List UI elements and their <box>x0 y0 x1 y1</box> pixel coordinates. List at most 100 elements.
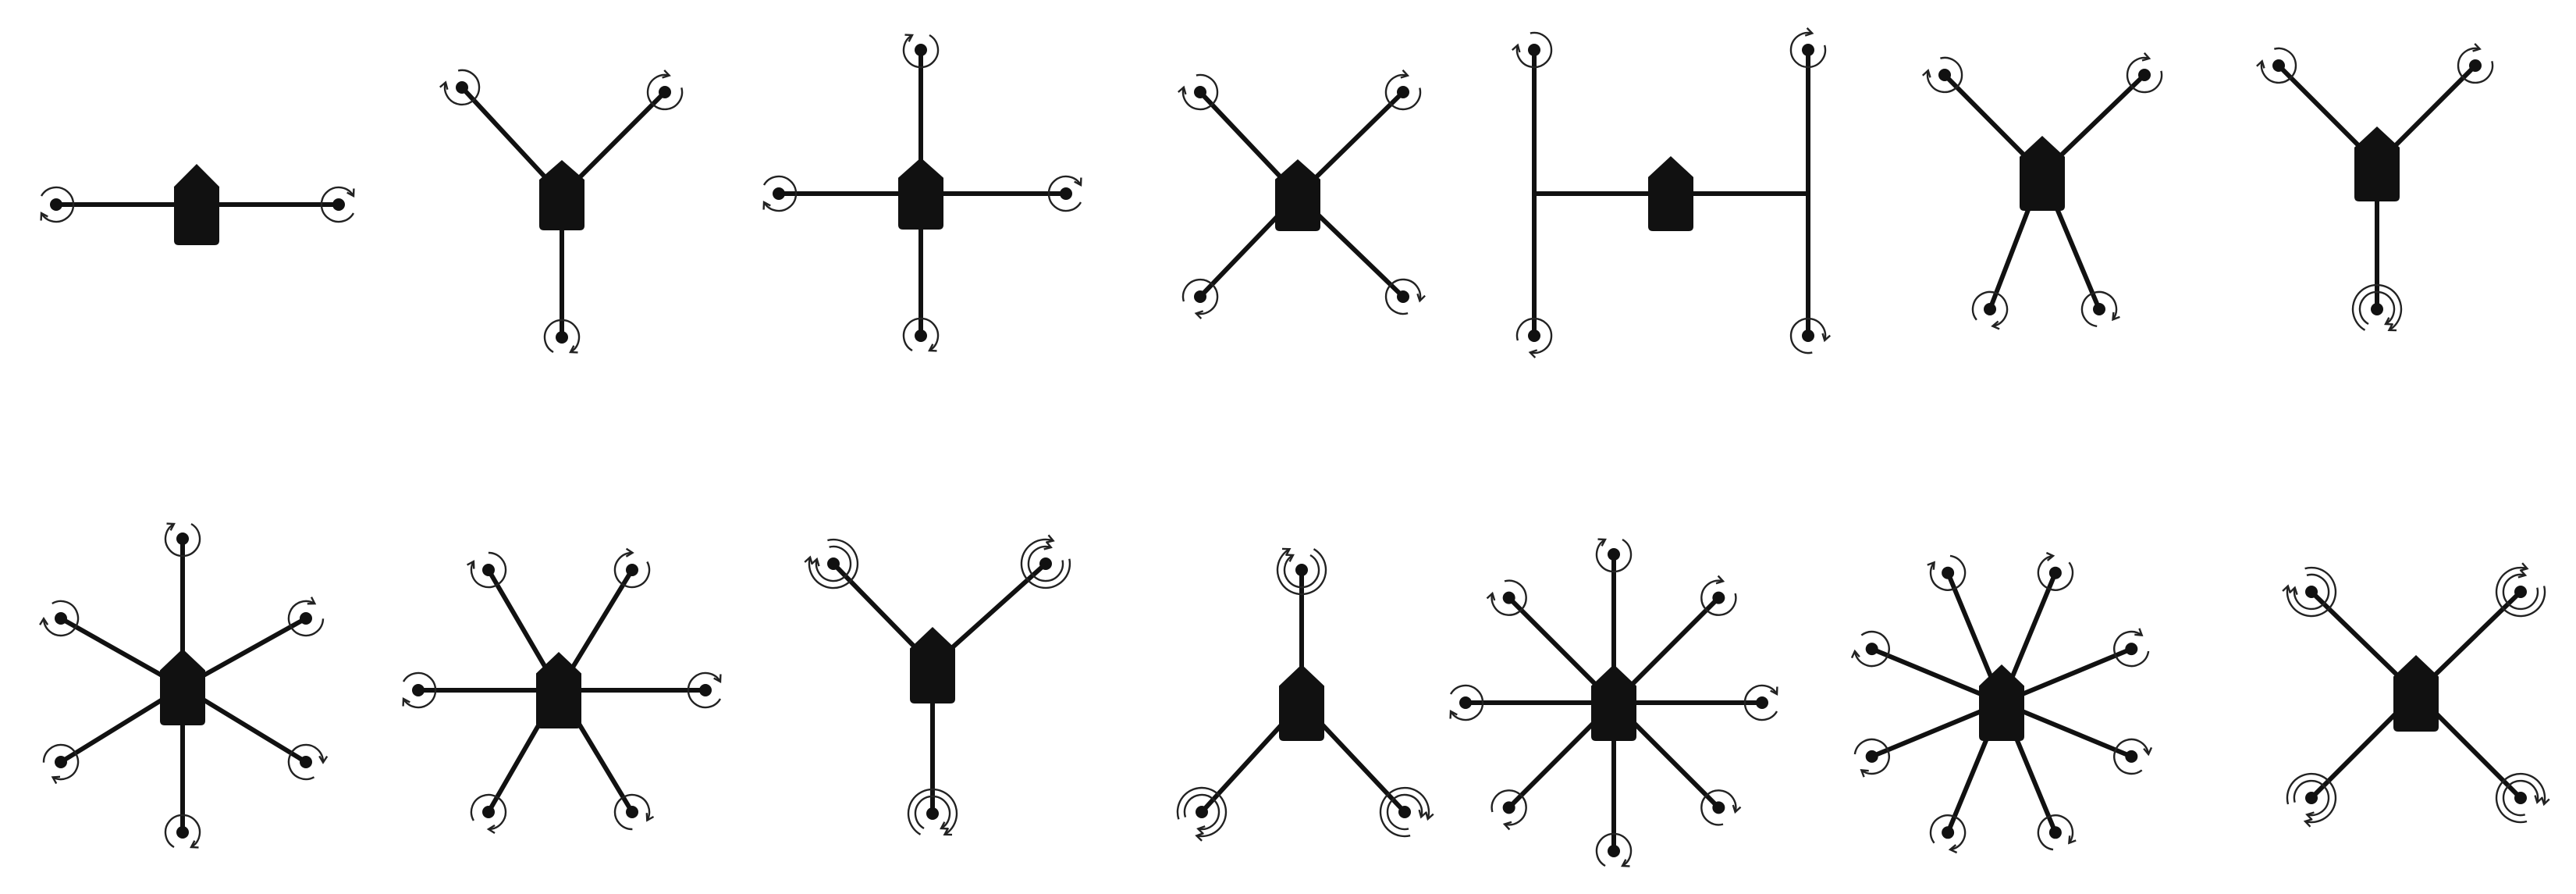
rotor-ring <box>902 34 940 69</box>
frame-body <box>2393 655 2439 732</box>
rotor-arrow <box>2068 835 2077 845</box>
rotor-arrow <box>1418 809 1427 819</box>
motor-dot <box>1039 557 1052 570</box>
frame-body <box>2020 136 2065 211</box>
config-y4 <box>2256 43 2494 332</box>
rotor-ring <box>1491 789 1527 826</box>
rotor-ring <box>1515 31 1553 69</box>
rotor-arrow <box>1046 534 1055 543</box>
motor-dot <box>1397 290 1409 303</box>
rotor-ring <box>2126 56 2163 94</box>
config-octo-plus <box>1449 538 1778 867</box>
rotor-arrow <box>2303 818 2313 828</box>
motor-dot <box>1528 44 1540 56</box>
config-hexa-plus <box>402 547 722 835</box>
motor-dot <box>1459 696 1472 709</box>
rotor-ring <box>2495 566 2546 618</box>
config-x8 <box>2282 562 2550 828</box>
rotor-ring <box>902 317 940 352</box>
motor-dot <box>300 612 312 625</box>
motor-dot <box>1938 69 1951 81</box>
motor-dot <box>1865 750 1878 763</box>
motor-dot <box>456 81 468 94</box>
rotor-ring <box>1971 290 2009 327</box>
rotor-arrow <box>1285 554 1295 562</box>
motor-dot <box>55 756 67 768</box>
rotor-arrow <box>2112 312 2120 322</box>
rotor-arrow <box>346 188 355 198</box>
motor-dot <box>1528 329 1540 342</box>
rotor-ring <box>2286 566 2337 618</box>
rotor-ring <box>2457 47 2494 84</box>
rotor-ring <box>2260 47 2297 84</box>
rotor-ring <box>2037 814 2074 851</box>
rotor-arrow <box>1196 825 1206 835</box>
rotor-arrow <box>1821 333 1832 343</box>
rotor-ring <box>1743 684 1778 721</box>
motor-dot <box>773 187 785 200</box>
rotor-ring <box>1929 554 1967 591</box>
rotor-arrow <box>1449 710 1458 719</box>
rotor-arrow <box>1597 538 1607 547</box>
rotor-ring <box>2037 554 2074 591</box>
frame-body <box>1648 156 1693 231</box>
rotor-arrow <box>1804 27 1814 37</box>
rotor-arrow <box>569 345 578 354</box>
rotor-arrow <box>625 547 634 557</box>
rotor-ring <box>1491 579 1527 616</box>
config-y6 <box>804 534 1071 836</box>
rotor-ring <box>1789 31 1827 69</box>
rotor-arrow <box>662 69 671 79</box>
motor-dot <box>2125 643 2138 656</box>
rotor-arrow <box>940 821 949 830</box>
rotor-ring <box>1181 278 1219 315</box>
config-octo-x <box>1850 551 2153 854</box>
config-quad-v <box>1921 52 2163 330</box>
rotor-arrow <box>904 34 914 42</box>
rotor-ring <box>164 522 201 557</box>
motor-dot <box>915 329 927 342</box>
motor-dot <box>1397 86 1409 98</box>
rotor-arrow <box>318 755 329 764</box>
rotor-ring <box>613 793 651 831</box>
rotor-arrow <box>1486 591 1496 601</box>
rotor-ring <box>808 538 859 589</box>
rotor-ring <box>2495 772 2546 824</box>
motor-dot <box>1502 801 1515 814</box>
rotor-ring <box>762 175 798 212</box>
motor-dot <box>1196 806 1208 818</box>
rotor-arrow <box>645 813 655 822</box>
rotor-ring <box>1700 579 1737 616</box>
rotor-arrow <box>1850 649 1860 659</box>
motor-dot <box>1984 303 1996 315</box>
rotor-arrow <box>1732 804 1742 814</box>
rotor-ring <box>287 600 325 637</box>
rotor-ring <box>470 793 507 831</box>
frame-body <box>910 627 955 703</box>
rotor-ring <box>470 551 507 589</box>
rotor-arrow <box>51 775 61 785</box>
motor-dot <box>699 684 712 696</box>
motor-dot <box>556 331 568 344</box>
frame-body <box>174 164 219 245</box>
rotor-ring <box>1929 814 1967 851</box>
motor-dot <box>50 198 62 211</box>
frame-body <box>1979 664 2024 741</box>
rotor-arrow <box>804 555 813 565</box>
motor-dot <box>2305 586 2318 598</box>
rotor-ring <box>815 545 852 582</box>
rotor-arrow <box>1178 85 1187 95</box>
rotor-arrow <box>2282 584 2291 593</box>
rotor-ring <box>1700 789 1737 826</box>
rotor-arrow <box>1425 811 1434 821</box>
motor-dot <box>2514 792 2527 804</box>
rotor-arrow <box>2143 746 2153 757</box>
frame-body <box>160 649 205 725</box>
rotor-arrow <box>2305 811 2315 821</box>
rotor-arrow <box>307 597 317 605</box>
rotor-arrow <box>1281 547 1292 557</box>
rotor-ring <box>1853 630 1890 668</box>
rotor-arrow <box>439 80 449 91</box>
rotor-arrow <box>1400 69 1410 79</box>
motor-dot <box>1194 290 1206 303</box>
